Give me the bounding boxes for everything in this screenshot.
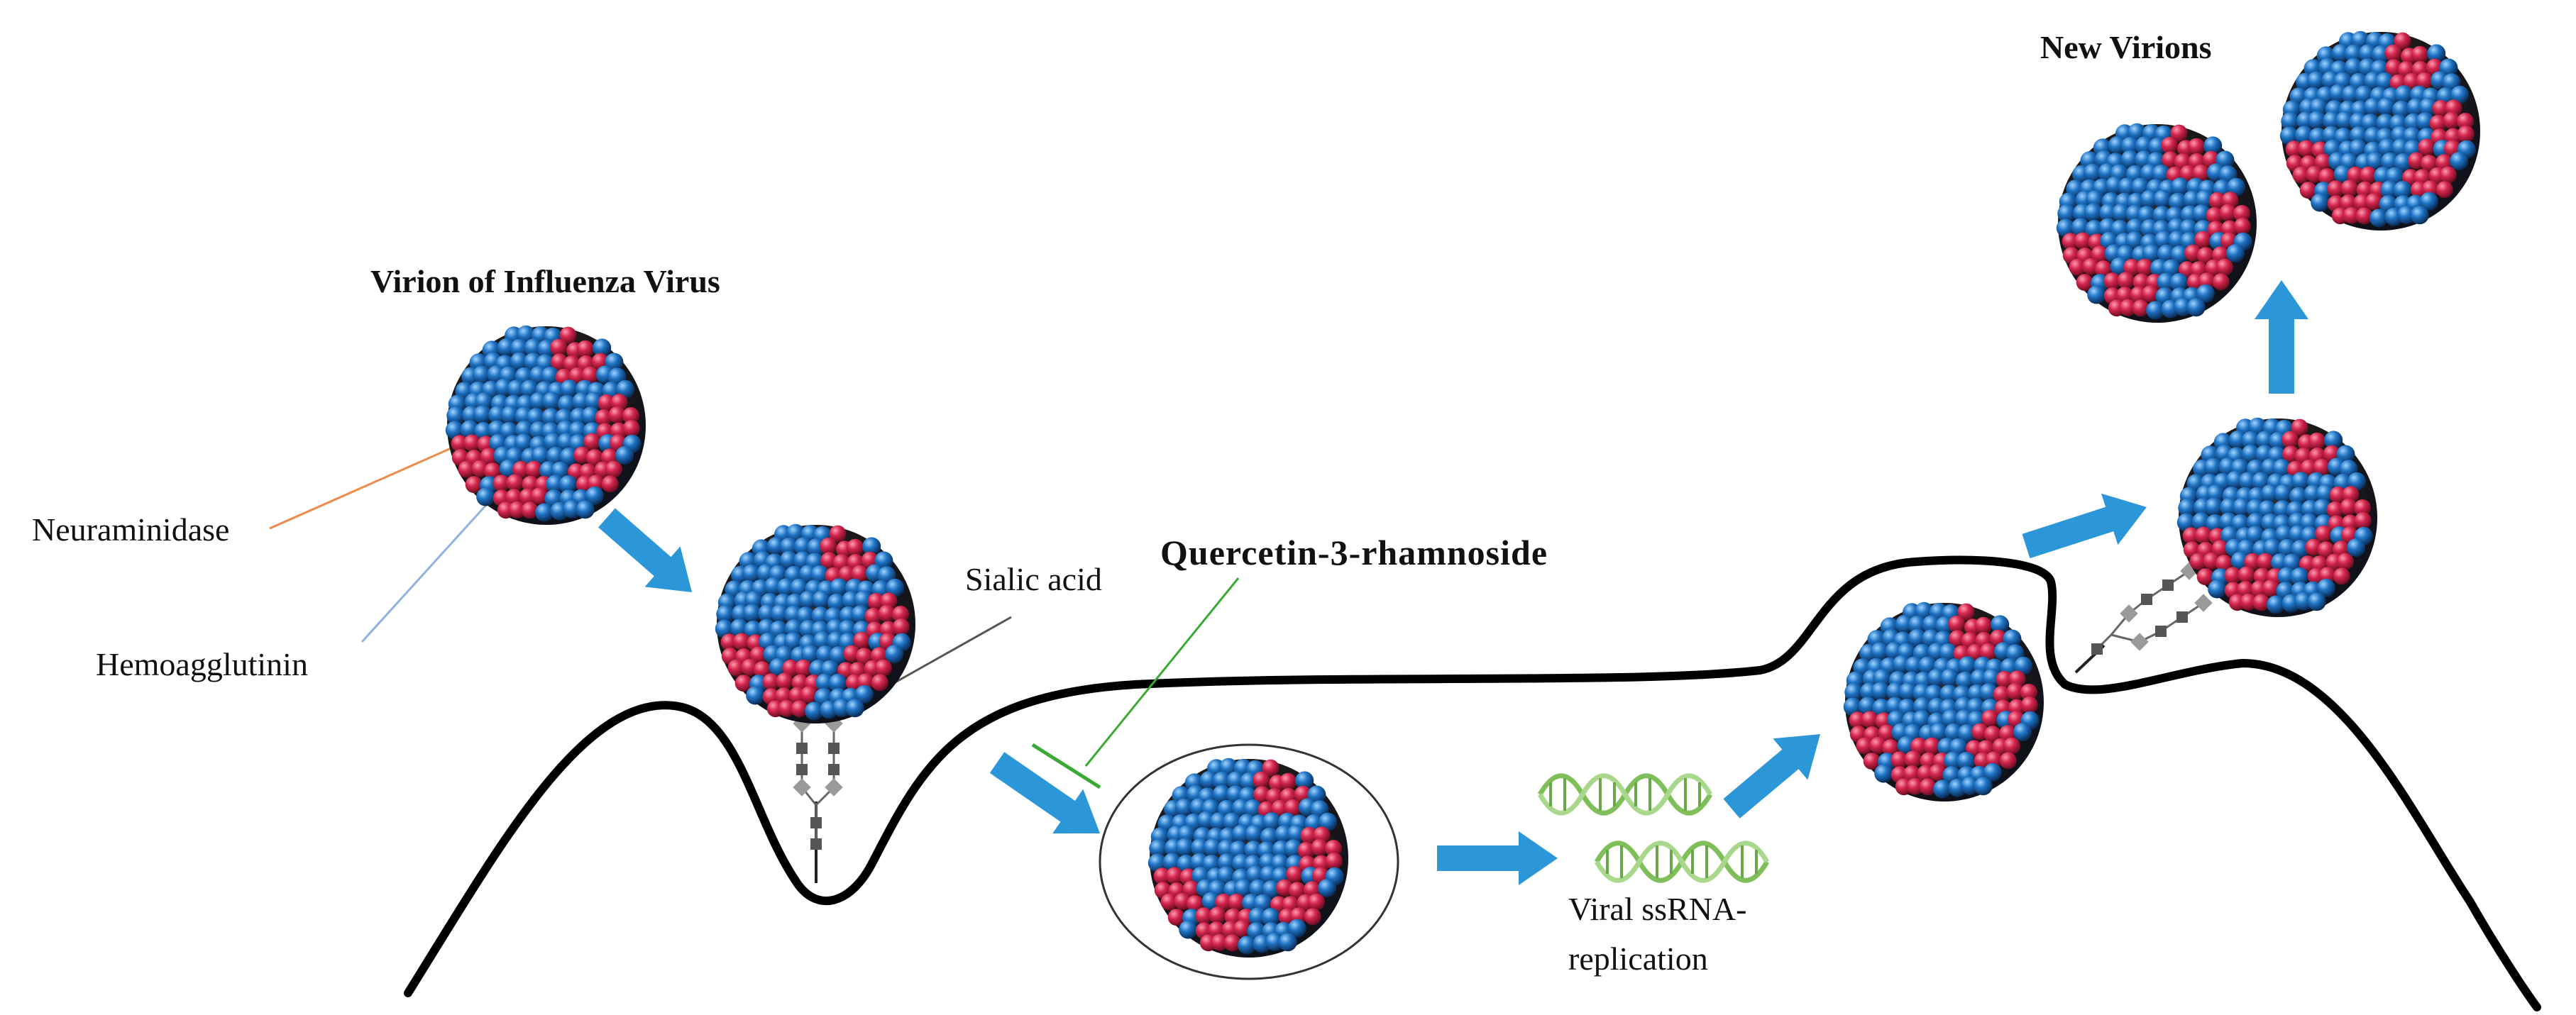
neuraminidase-leader-line xyxy=(269,445,455,530)
arrow-icon xyxy=(598,508,692,592)
hemoagglutinin-leader-line xyxy=(360,488,502,643)
rna-strand-icon xyxy=(1597,843,1767,881)
virion-icon xyxy=(1843,601,2044,802)
arrow-icon xyxy=(2255,280,2308,394)
sialic-acid-chain-icon xyxy=(793,714,843,883)
arrow-icon xyxy=(1437,831,1558,885)
virion-icon xyxy=(445,325,646,525)
virion-icon xyxy=(2279,30,2480,231)
cell-membrane xyxy=(404,555,2541,1011)
rna-strand-icon xyxy=(1540,776,1710,814)
inhibition-icon xyxy=(1031,577,1240,789)
new-virions-title: New Virions xyxy=(2040,29,2212,65)
endosome xyxy=(1099,743,1399,980)
arrow-icon xyxy=(989,752,1100,834)
virion-title: Virion of Influenza Virus xyxy=(370,263,720,299)
neuraminidase-label: Neuraminidase xyxy=(32,511,230,548)
arrow-icon xyxy=(1723,734,1820,819)
sialic-acid-label: Sialic acid xyxy=(965,561,1102,597)
replication-label-line1: Viral ssRNA- xyxy=(1568,891,1747,927)
replication-label-line2: replication xyxy=(1568,941,1708,977)
inhibitor-label: Quercetin-3-rhamnoside xyxy=(1160,533,1548,572)
arrow-icon xyxy=(2022,493,2147,559)
virion-icon xyxy=(2056,123,2257,323)
sialic-acid-chain-icon xyxy=(2074,562,2213,674)
virion-icon xyxy=(2176,417,2377,617)
hemoagglutinin-label: Hemoagglutinin xyxy=(96,646,308,682)
virion-icon xyxy=(1147,758,1348,958)
virion-icon xyxy=(715,523,915,723)
